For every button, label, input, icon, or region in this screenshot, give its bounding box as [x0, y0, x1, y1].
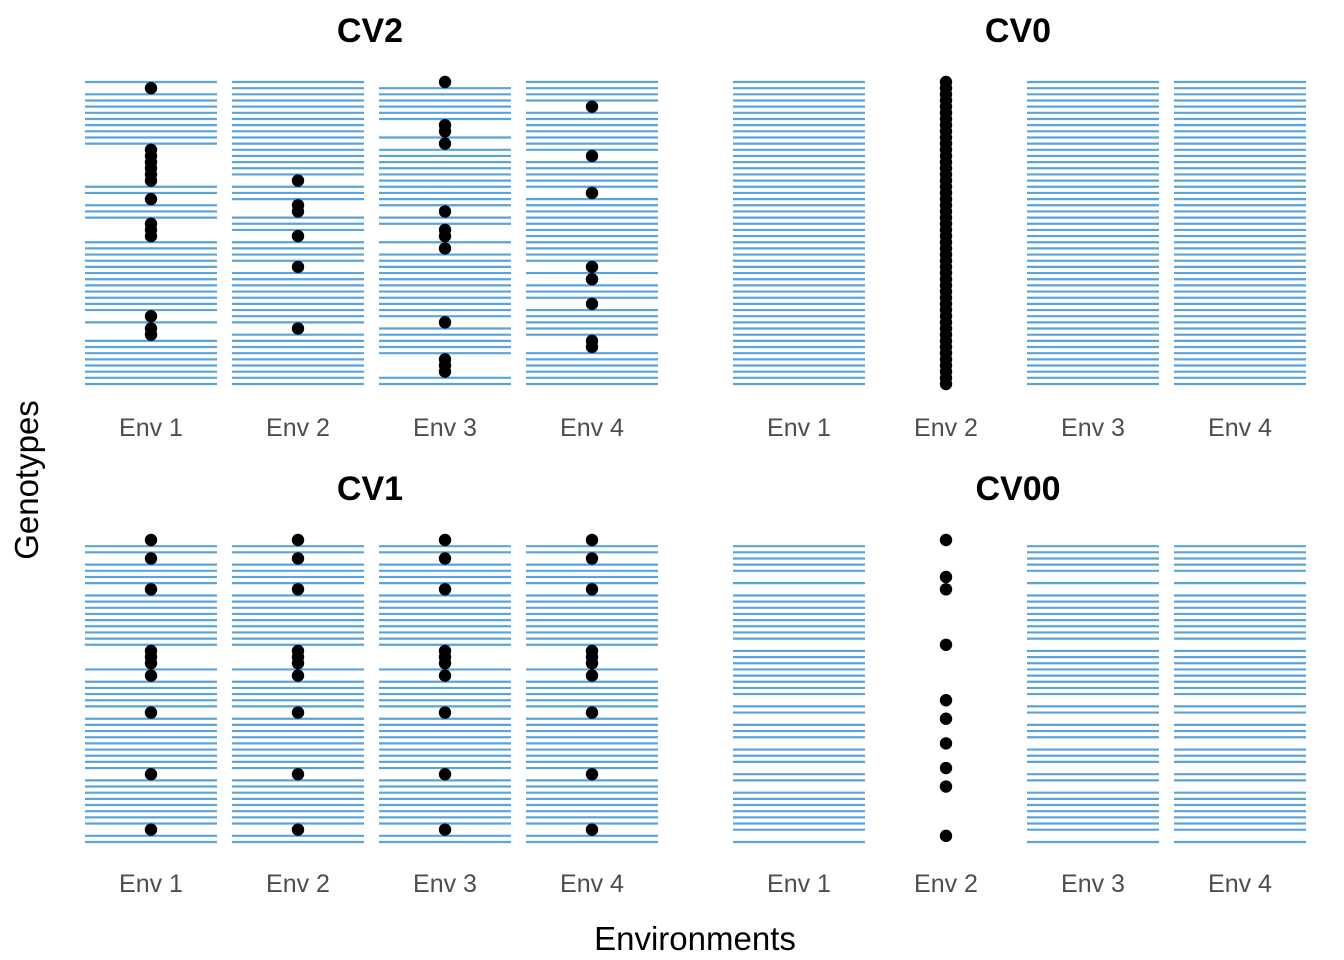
genotype-point — [291, 322, 305, 335]
genotype-point — [144, 768, 158, 781]
panel-title: CV1 — [337, 470, 403, 508]
genotype-point — [585, 768, 599, 781]
genotype-point — [939, 377, 953, 391]
genotype-point — [144, 310, 158, 323]
genotype-point — [291, 823, 305, 836]
genotype-point — [291, 583, 305, 596]
x-tick-label: Env 2 — [266, 870, 330, 898]
genotype-point — [939, 780, 953, 793]
x-tick-label: Env 4 — [560, 870, 624, 898]
genotype-point — [939, 583, 953, 596]
genotype-point — [585, 260, 599, 274]
genotype-point — [291, 260, 305, 274]
x-tick-label: Env 1 — [767, 870, 831, 898]
genotype-point — [585, 100, 599, 113]
panel-title: CV00 — [975, 470, 1060, 508]
genotype-point — [438, 125, 452, 138]
x-tick-label: Env 2 — [914, 870, 978, 898]
x-tick-label: Env 4 — [560, 414, 624, 442]
genotype-point — [939, 712, 953, 725]
genotype-point — [438, 242, 452, 255]
genotype-point — [144, 229, 158, 243]
genotype-point — [585, 186, 599, 200]
x-tick-label: Env 3 — [413, 870, 477, 898]
genotype-point — [144, 823, 158, 836]
genotype-point — [438, 365, 452, 378]
genotype-point — [291, 706, 305, 719]
genotype-point — [585, 669, 599, 682]
genotype-point — [585, 657, 599, 670]
genotype-point — [291, 657, 305, 670]
genotype-point — [144, 81, 158, 95]
genotype-point — [438, 552, 452, 565]
y-axis-label: Genotypes — [8, 400, 45, 560]
x-tick-label: Env 4 — [1208, 414, 1272, 442]
genotype-point — [144, 533, 158, 547]
genotype-point — [291, 229, 305, 243]
genotype-point — [144, 552, 158, 565]
genotype-point — [438, 205, 452, 218]
genotype-point — [585, 533, 599, 547]
genotype-point — [144, 669, 158, 682]
x-tick-label: Env 1 — [119, 414, 183, 442]
genotype-point — [291, 768, 305, 781]
x-tick-label: Env 4 — [1208, 870, 1272, 898]
genotype-point — [438, 75, 452, 89]
genotype-point — [585, 273, 599, 286]
genotype-point — [585, 706, 599, 719]
genotype-point — [291, 669, 305, 682]
genotype-point — [585, 149, 599, 163]
genotype-point — [291, 174, 305, 187]
genotype-point — [438, 706, 452, 719]
x-tick-label: Env 3 — [1061, 870, 1125, 898]
x-tick-label: Env 1 — [767, 414, 831, 442]
genotype-point — [144, 328, 158, 341]
genotype-point — [291, 552, 305, 565]
genotype-point — [585, 340, 599, 354]
genotype-point — [144, 174, 158, 187]
genotype-point — [438, 768, 452, 781]
genotype-point — [939, 638, 953, 651]
genotype-point — [438, 229, 452, 243]
genotype-point — [144, 192, 158, 206]
genotype-point — [939, 737, 953, 750]
genotype-point — [144, 657, 158, 670]
genotype-point — [585, 583, 599, 596]
genotype-point — [939, 694, 953, 707]
genotype-point — [438, 823, 452, 836]
genotype-point — [939, 761, 953, 775]
genotype-point — [939, 829, 953, 843]
genotype-point — [144, 706, 158, 719]
genotype-point — [438, 137, 452, 150]
x-tick-label: Env 2 — [266, 414, 330, 442]
genotype-point — [438, 669, 452, 682]
panel-title: CV2 — [337, 12, 403, 50]
genotype-point — [291, 205, 305, 218]
genotype-point — [291, 533, 305, 547]
genotype-point — [438, 316, 452, 329]
x-axis-label: Environments — [594, 920, 796, 957]
genotype-point — [939, 533, 953, 547]
x-tick-label: Env 3 — [1061, 414, 1125, 442]
genotype-point — [144, 583, 158, 596]
genotype-point — [438, 533, 452, 547]
panel-title: CV0 — [985, 12, 1051, 50]
genotype-point — [585, 297, 599, 311]
x-tick-label: Env 3 — [413, 414, 477, 442]
genotype-point — [585, 823, 599, 836]
x-tick-label: Env 1 — [119, 870, 183, 898]
genotype-point — [438, 583, 452, 596]
x-tick-label: Env 2 — [914, 414, 978, 442]
genotype-point — [585, 552, 599, 565]
genotype-point — [438, 657, 452, 670]
genotype-point — [939, 570, 953, 584]
